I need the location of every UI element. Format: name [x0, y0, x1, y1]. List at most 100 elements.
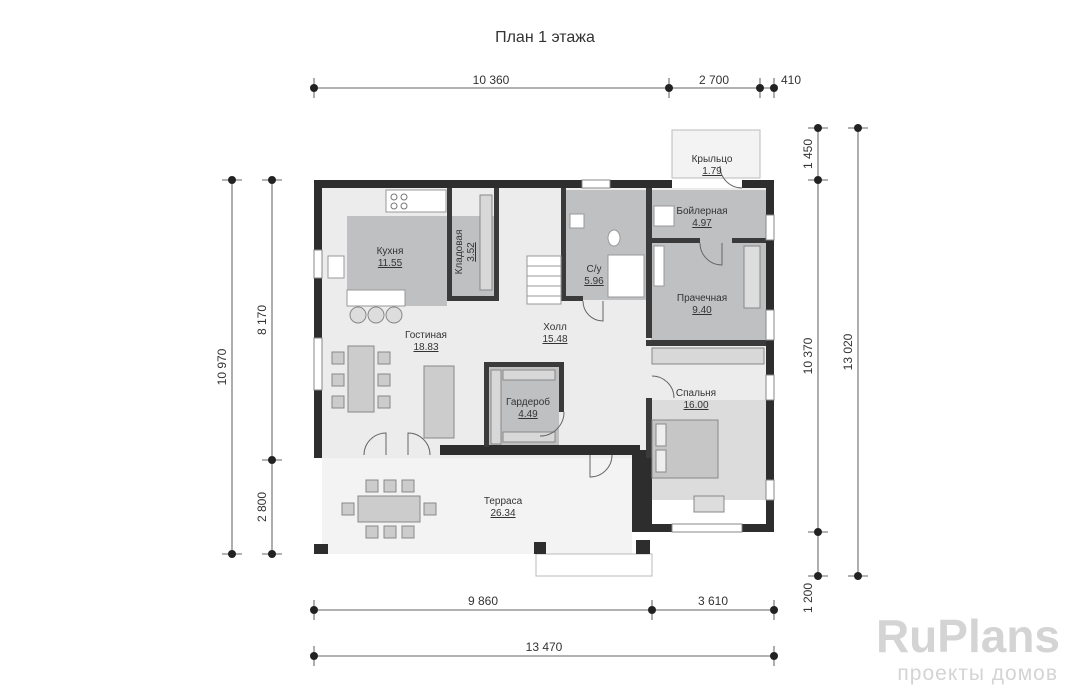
pantry-shelf: [479, 194, 493, 291]
room-area-hall: 15.48: [542, 334, 567, 345]
wall-bottom-2: [742, 524, 774, 532]
room-labels: Кухня 11.55 Кладовая 3.52 С/у 5.96 Крыль…: [377, 154, 733, 519]
chair-icon: [377, 373, 391, 387]
plan-title: План 1 этажа: [495, 29, 595, 46]
room-name-boiler: Бойлерная: [676, 206, 727, 217]
chair-icon: [331, 395, 345, 409]
pillow-icon: [655, 423, 667, 447]
dim-left-outer: 10 970: [215, 348, 229, 385]
dim-right-outer: 13 020: [841, 333, 855, 370]
laundry-cabinet: [743, 245, 761, 309]
hob-burner-icon: [400, 202, 408, 210]
chair-icon: [377, 395, 391, 409]
wall-pantry-left: [447, 188, 452, 300]
wall-wardrobe-left: [484, 362, 489, 447]
brand-logo: RuPlans: [876, 610, 1060, 662]
dim-top-2: 2 700: [699, 73, 729, 87]
wall-bath-left: [561, 188, 566, 300]
door-swing-bath: [582, 300, 604, 322]
room-area-wardrobe: 4.49: [518, 409, 538, 420]
window-kitchen: [313, 249, 323, 279]
window-bedroom-bottom: [671, 523, 743, 533]
chair-icon: [341, 502, 355, 516]
dim-right-inner-1: 1 450: [801, 139, 815, 169]
door-swing-entry: [719, 165, 743, 189]
hob-burner-icon: [390, 193, 398, 201]
wall-right-3: [766, 340, 774, 375]
room-name-terrace: Терраса: [484, 496, 523, 507]
wall-bedroom-left-int: [646, 398, 652, 458]
dining-table-icon: [347, 345, 375, 413]
terrace-post-1: [314, 544, 328, 554]
wall-terrace-top: [440, 445, 640, 455]
furniture: [327, 189, 765, 539]
door-swing-boiler: [699, 242, 723, 266]
wall-right-5: [766, 500, 774, 532]
window-boiler: [765, 214, 775, 241]
doors: [363, 165, 743, 478]
chair-icon: [365, 479, 379, 493]
room-area-laundry: 9.40: [692, 305, 712, 316]
dim-bottom-2: 13 470: [526, 640, 563, 654]
window-bedroom-2: [765, 479, 775, 501]
window-laundry: [765, 309, 775, 341]
chair-icon: [383, 479, 397, 493]
chair-icon: [401, 525, 415, 539]
chair-icon: [423, 502, 437, 516]
chair-icon: [383, 525, 397, 539]
dim-top-3: 410: [781, 73, 801, 87]
wall-left-1: [314, 180, 322, 250]
bathtub-icon: [607, 254, 645, 298]
wall-wardrobe-right: [559, 362, 564, 412]
chair-icon: [401, 479, 415, 493]
terrace-steps: [535, 553, 653, 577]
window-bath: [581, 179, 611, 189]
wall-wardrobe-top: [484, 362, 564, 367]
door-swing-bedroom: [651, 375, 675, 399]
room-area-kitchen: 11.55: [378, 258, 403, 269]
room-name-laundry: Прачечная: [677, 293, 727, 304]
window-living: [313, 337, 323, 391]
room-name-pantry: Кладовая: [454, 230, 465, 275]
room-name-living: Гостиная: [405, 330, 447, 341]
staircase: [526, 255, 562, 305]
exterior-walls: [314, 180, 774, 554]
kitchen-sink-icon: [327, 255, 345, 279]
dim-bottom-1b: 3 610: [698, 594, 728, 608]
room-area-boiler: 4.97: [692, 218, 712, 229]
wall-top-left: [314, 180, 582, 188]
wall-bedroom-left: [632, 450, 652, 532]
room-area-porch: 1.79: [702, 166, 722, 177]
chair-icon: [365, 525, 379, 539]
terrace-post-2: [534, 542, 546, 554]
wardrobe-rail: [502, 431, 556, 443]
stair-run: [526, 255, 562, 305]
wall-pantry-right: [494, 188, 499, 300]
dim-right-inner-2: 10 370: [801, 337, 815, 374]
room-area-bathroom: 5.96: [584, 276, 604, 287]
room-name-porch: Крыльцо: [692, 154, 733, 165]
windows: [313, 179, 775, 533]
dim-bottom-1a: 9 860: [468, 594, 498, 608]
hob-burner-icon: [400, 193, 408, 201]
dim-right-inner-3: 1 200: [801, 583, 815, 613]
dim-top-1: 10 360: [473, 73, 510, 87]
wall-top-mid: [610, 180, 672, 188]
room-area-bedroom: 16.00: [683, 400, 708, 411]
wall-top-right: [742, 180, 774, 188]
breakfast-bar: [346, 289, 406, 307]
porch-floor: [671, 129, 761, 179]
bar-stool-icon: [349, 306, 367, 324]
wall-bedroom-top: [646, 340, 766, 346]
room-area-terrace: 26.34: [490, 508, 515, 519]
pillow-icon: [655, 449, 667, 473]
dim-left-inner-1: 8 170: [255, 305, 269, 335]
chair-icon: [331, 351, 345, 365]
wall-bath-bottom-1: [561, 296, 583, 301]
door-swing-living-left: [363, 432, 387, 456]
room-name-hall: Холл: [543, 322, 567, 333]
washbasin-icon: [569, 213, 585, 229]
bar-stool-icon: [367, 306, 385, 324]
room-name-bedroom: Спальня: [676, 388, 716, 399]
dimension-labels: 10 360 2 700 410 9 860 3 610 13 470 10 9…: [215, 73, 855, 654]
